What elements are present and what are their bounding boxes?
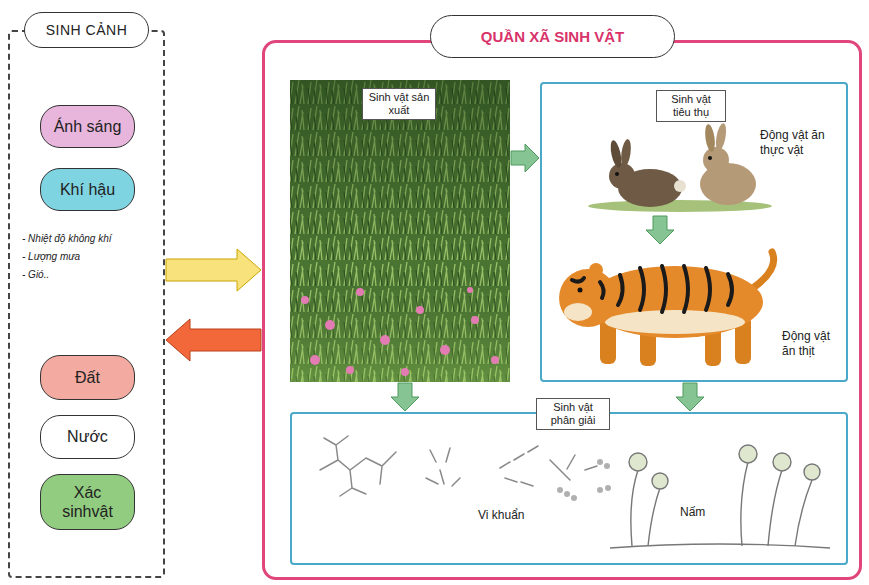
flow-arrow [166,249,261,291]
factor-pill: Xác sinhvật [40,474,135,530]
factor-label: Ánh sáng [54,117,122,136]
flow-arrow [166,319,261,361]
climate-item: - Nhiệt độ không khí [22,233,112,244]
factor-label: Đất [75,368,100,387]
group-tag: Sinh vật phân giải [536,398,610,430]
factor-label: Xác sinhvật [57,483,119,521]
factor-label: Nước [67,427,108,446]
rabbit-drawing [588,122,772,212]
community-panel: QUẦN XÃ SINH VẬTSinh vật sản xuấtSinh vậ… [262,40,862,580]
factor-pill: Khí hậu [40,168,135,211]
group-tag: Sinh vật sản xuất [362,88,436,120]
node-title: Động vật ăn thịt [782,329,838,359]
producer-photo [290,80,510,382]
flow-arrow [511,144,539,172]
climate-item: - Gió.. [22,269,49,280]
decomposer-box: Sinh vật phân giải [290,412,848,565]
environment-panel: SINH CẢNHÁnh sángKhí hậuĐấtNướcXác sinhv… [8,30,165,578]
factor-pill: Ánh sáng [40,105,135,148]
group-tag: Sinh vật tiêu thụ [656,90,726,122]
climate-item: - Lượng mưa [22,251,80,262]
fungi-drawing [610,445,830,548]
organism-label: Vi khuẩn [478,508,524,522]
consumer-box: Sinh vật tiêu thụĐộng vật ăn thực vậtĐộn… [540,82,848,382]
factor-pill: Nước [40,415,135,459]
node-title: Động vật ăn thực vật [760,128,836,158]
factor-label: Khí hậu [60,180,115,199]
node-title: QUẦN XÃ SINH VẬT [430,15,675,58]
carnivore-region: Động vật ăn thịt [550,245,840,375]
flow-arrow [646,216,674,244]
flow-arrow [391,383,419,411]
organism-label: Nấm [680,505,705,519]
bacteria-drawing [320,436,611,501]
herbivore-region: Động vật ăn thực vật [590,122,840,215]
producer-region: Sinh vật sản xuất [290,80,510,382]
flow-arrow [676,383,704,411]
tiger-drawing [559,252,774,366]
factor-pill: Đất [40,355,135,400]
node-title: SINH CẢNH [24,12,149,48]
